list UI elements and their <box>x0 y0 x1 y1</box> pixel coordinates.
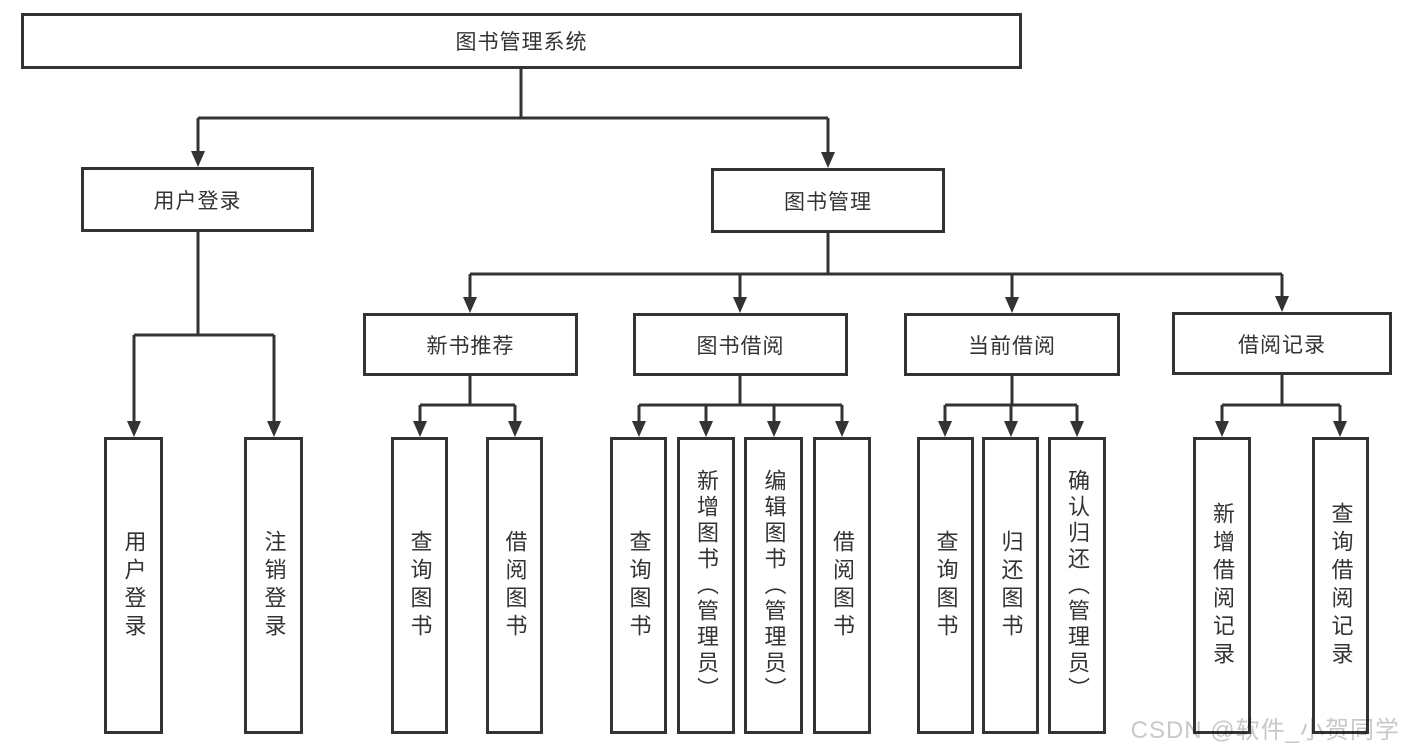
node-root: 图书管理系统 <box>21 13 1022 69</box>
arrowhead-icon <box>1275 296 1289 312</box>
node-user-login: 用户登录 <box>81 167 314 232</box>
leaf-query-books-1: 查询图书 <box>391 437 448 734</box>
node-borrow-records: 借阅记录 <box>1172 312 1392 375</box>
book-management-bus <box>470 233 1282 276</box>
node-book-borrow: 图书借阅 <box>633 313 848 376</box>
arrowhead-icon <box>413 421 427 437</box>
node-label: 图书管理系统 <box>455 31 588 54</box>
node-label: 归还图书 <box>998 529 1024 642</box>
leaf-query-borrow-record: 查询借阅记录 <box>1312 437 1369 734</box>
arrowhead-icon <box>1005 297 1019 313</box>
root-bus <box>198 69 828 120</box>
arrowhead-icon <box>508 421 522 437</box>
node-label: 编辑图书（管理员） <box>761 468 787 703</box>
node-label: 查询图书 <box>626 529 652 642</box>
node-label: 图书管理 <box>784 190 872 214</box>
leaf-user-login: 用户登录 <box>104 437 163 734</box>
leaf-logout: 注销登录 <box>244 437 303 734</box>
leaf-query-books-3: 查询图书 <box>917 437 974 734</box>
arrowhead-icon <box>632 421 646 437</box>
node-label: 用户登录 <box>153 189 242 213</box>
node-label: 确认归还（管理员） <box>1065 468 1090 703</box>
arrowhead-icon <box>1215 421 1229 437</box>
leaf-query-books-2: 查询图书 <box>610 437 667 734</box>
leaf-confirm-return-admin: 确认归还（管理员） <box>1048 437 1106 734</box>
node-new-book-recommend: 新书推荐 <box>363 313 578 376</box>
arrowhead-icon <box>191 151 205 167</box>
node-label: 查询图书 <box>933 529 959 642</box>
current-borrow-bus <box>945 376 1077 407</box>
user-login-bus <box>134 232 274 337</box>
node-label: 查询借阅记录 <box>1328 501 1354 670</box>
node-label: 新增借阅记录 <box>1210 501 1235 670</box>
leaf-edit-books-admin: 编辑图书（管理员） <box>744 437 803 734</box>
node-book-management: 图书管理 <box>711 168 945 233</box>
arrowheads <box>127 151 1347 437</box>
node-label: 用户登录 <box>121 529 147 642</box>
arrowhead-icon <box>835 421 849 437</box>
node-label: 借阅记录 <box>1238 333 1326 357</box>
connector-drop-lines <box>132 118 1342 423</box>
connector-bus-lines <box>132 69 1342 423</box>
node-label: 图书借阅 <box>696 334 785 358</box>
leaf-add-borrow-record: 新增借阅记录 <box>1193 437 1251 734</box>
node-label: 注销登录 <box>261 529 287 642</box>
arrowhead-icon <box>699 421 713 437</box>
node-label: 新增图书（管理员） <box>694 468 719 703</box>
arrowhead-icon <box>821 152 835 168</box>
arrowhead-icon <box>938 421 952 437</box>
new-book-bus <box>420 376 515 407</box>
node-current-borrow: 当前借阅 <box>904 313 1120 376</box>
arrowhead-icon <box>1070 421 1084 437</box>
borrow-record-bus <box>1222 375 1340 407</box>
arrowhead-icon <box>127 421 141 437</box>
leaf-add-books-admin: 新增图书（管理员） <box>677 437 735 734</box>
node-label: 新书推荐 <box>426 334 515 358</box>
arrowhead-icon <box>463 297 477 313</box>
node-label: 当前借阅 <box>968 334 1056 358</box>
node-label: 借阅图书 <box>830 529 855 642</box>
arrowhead-icon <box>767 421 781 437</box>
leaf-borrow-books-2: 借阅图书 <box>813 437 871 734</box>
leaf-borrow-books-1: 借阅图书 <box>486 437 543 734</box>
node-label: 查询图书 <box>407 529 433 642</box>
node-label: 借阅图书 <box>502 529 528 642</box>
book-borrow-bus <box>639 376 842 407</box>
leaf-return-books: 归还图书 <box>982 437 1039 734</box>
arrowhead-icon <box>267 421 281 437</box>
arrowhead-icon <box>1333 421 1347 437</box>
arrowhead-icon <box>1004 421 1018 437</box>
watermark: CSDN @软件_小贺同学 <box>1130 717 1400 744</box>
arrowhead-icon <box>733 297 747 313</box>
